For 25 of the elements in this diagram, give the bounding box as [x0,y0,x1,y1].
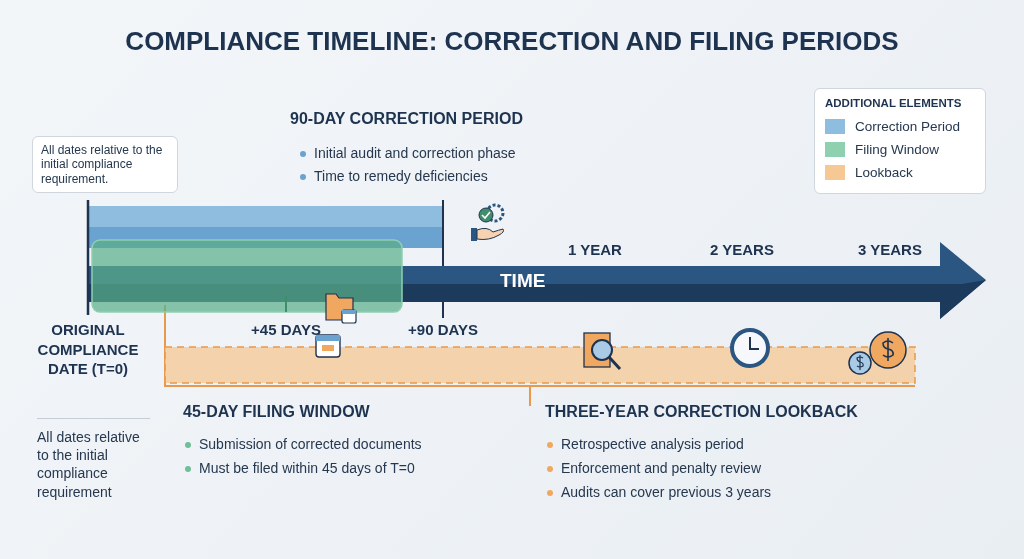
note-text: All dates relative to the initial compliance requirement [37,428,141,501]
bullet-item: Audits can cover previous 3 years [545,484,772,500]
legend-label: Filing Window [855,142,940,157]
timeline-label: +45 DAYS [250,320,322,340]
timeline-label: ORIGINAL COMPLIANCE DATE (T=0) [36,320,140,379]
bullet-item: Submission of corrected documents [183,436,422,452]
bullet-item: Initial audit and correction phase [298,145,516,161]
timeline-label: 2 YEARS [709,240,775,260]
arrow-label: TIME [500,270,546,292]
legend-label: Lookback [855,165,913,180]
bullet-item: Time to remedy deficiencies [298,168,488,184]
note-box: All dates relative to the initial compliance requirement. [32,136,178,194]
legend-title: ADDITIONAL ELEMENTS [825,97,963,109]
timeline-label: +90 DAYS [407,320,479,340]
bullet-item: Enforcement and penalty review [545,460,761,476]
section-heading: 90-DAY CORRECTION PERIOD [290,110,523,128]
bullet-item: Must be filed within 45 days of T=0 [183,460,415,476]
title: COMPLIANCE TIMELINE: CORRECTION AND FILING PERIODS [124,26,900,57]
bullet-item: Retrospective analysis period [545,436,744,452]
section-heading: THREE-YEAR CORRECTION LOOKBACK [545,403,858,421]
timeline-label: 3 YEARS [857,240,923,260]
legend-label: Correction Period [855,119,961,134]
section-heading: 45-DAY FILING WINDOW [183,403,370,421]
timeline-label: 1 YEAR [567,240,623,260]
lookback-band [164,346,916,384]
